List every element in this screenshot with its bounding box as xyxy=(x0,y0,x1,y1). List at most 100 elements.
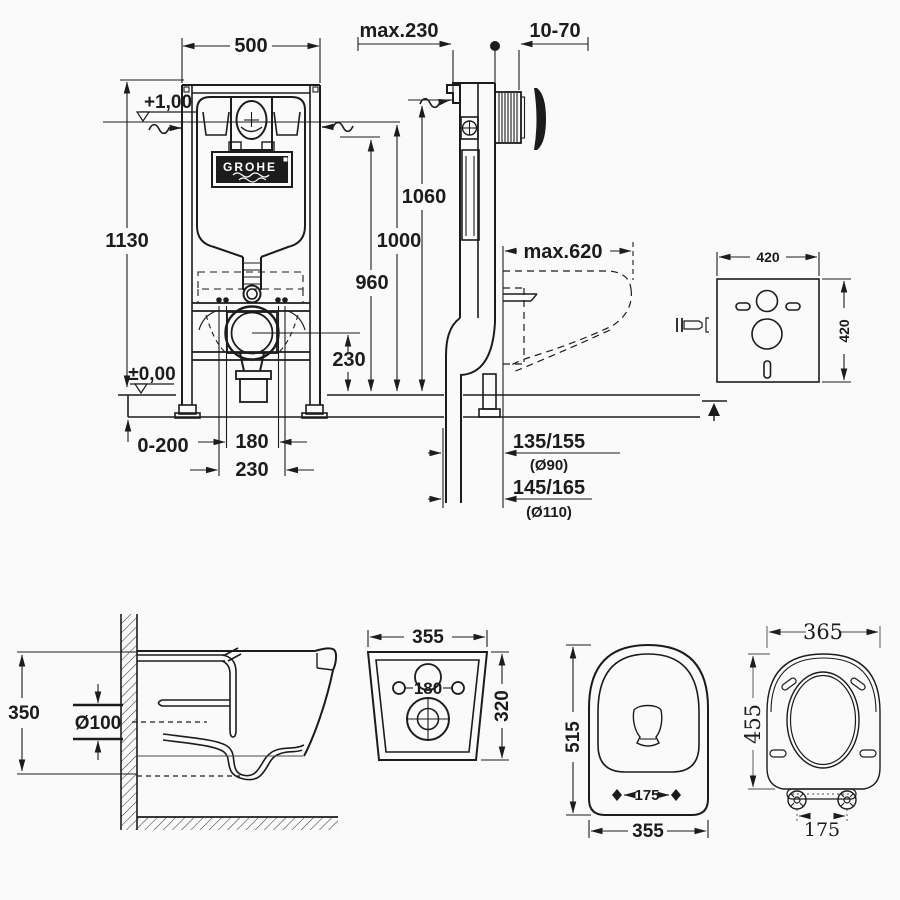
brand-logo: GROHE xyxy=(211,151,293,188)
fixing-bolts xyxy=(198,297,306,353)
water-level-left xyxy=(202,111,230,136)
logo-wave-icon xyxy=(232,172,270,178)
dim-seat-hinge-spacing-label: 175 xyxy=(804,819,840,841)
sound-mat-view: 420 420 xyxy=(676,249,852,421)
seat-bumpers xyxy=(769,677,877,758)
wall-anchor-arrow-left-icon xyxy=(148,123,182,135)
dim-feet-range: 0-200 xyxy=(124,419,189,457)
dim-seat-depth: 455 xyxy=(741,653,775,790)
dim-seat-depth-label: 455 xyxy=(741,704,765,744)
frame-rails xyxy=(181,84,321,405)
datum-zero-label: ±0,00 xyxy=(128,364,175,385)
mat-slot-left xyxy=(735,302,751,311)
datum-zero: ±0,00 xyxy=(128,364,176,395)
bowl-side-view: 350 Ø100 xyxy=(8,614,338,830)
service-opening xyxy=(197,271,304,290)
screw-icon xyxy=(676,317,709,333)
dim-bottom-width: 355 xyxy=(588,820,709,842)
dim-mat-height-label: 420 xyxy=(836,319,852,343)
mat-hole-top xyxy=(755,289,779,313)
datum-plus-100-label: +1,00 xyxy=(144,92,192,113)
dim-drain-dia-label: Ø100 xyxy=(75,713,121,734)
dim-height-cistern: 960 xyxy=(355,139,389,392)
dim-frame-height: 1130 xyxy=(105,79,184,388)
water-inlet xyxy=(460,116,479,140)
frame-side-foot xyxy=(482,373,497,410)
floor-lines xyxy=(118,394,700,418)
dim-frame-height-label: 1130 xyxy=(105,230,148,252)
dim-bottom-depth: 515 xyxy=(563,644,591,816)
drain-elbow xyxy=(445,317,461,503)
dim-drain-a-label: 135/155 xyxy=(513,431,585,453)
flush-valve-housing xyxy=(230,96,273,151)
bottom-trap-outline xyxy=(632,704,663,747)
dim-bottom-fixing-label: 175 xyxy=(634,787,659,804)
floor-hatch xyxy=(137,817,338,830)
rear-outlet xyxy=(406,697,450,741)
dim-drain-b-dia-label: (Ø110) xyxy=(526,504,572,521)
datum-plus-100: +1,00 xyxy=(135,92,196,123)
water-level-right xyxy=(273,111,301,136)
dim-feet-range-label: 0-200 xyxy=(137,435,188,457)
seat-ring-inner xyxy=(789,674,857,766)
cistern-side xyxy=(461,149,480,241)
dim-outer-spacing-label: 230 xyxy=(235,459,268,481)
dim-drain-dia: Ø100 xyxy=(73,684,123,760)
dim-height-top-label: 1060 xyxy=(402,186,447,208)
sound-mat-outline xyxy=(716,278,820,383)
dim-drain-b-label: 145/165 xyxy=(513,477,585,499)
dim-bottom-depth-label: 515 xyxy=(563,721,584,753)
dim-bottom-fixing: 175 xyxy=(612,787,681,804)
bowl-rear-view: 180 355 320 xyxy=(366,627,513,761)
dim-height-cistern-label: 960 xyxy=(355,272,388,294)
dim-seat-hinge-spacing: 175 xyxy=(796,809,848,841)
dim-outlet-height: 230 xyxy=(332,334,366,392)
dim-seat-width-label: 365 xyxy=(803,620,843,644)
rear-bolt-hole-right xyxy=(451,681,465,695)
fixing-point-left-icon xyxy=(612,789,622,801)
dim-mat-width-label: 420 xyxy=(756,249,780,265)
cistern: GROHE xyxy=(196,96,306,304)
dim-plate-depth: 10-70 xyxy=(518,20,589,90)
frame-side-profile xyxy=(445,82,546,503)
datum-triangle-icon xyxy=(135,111,151,123)
dim-mat-width: 420 xyxy=(716,249,820,276)
flush-plate xyxy=(534,88,546,150)
dim-bolt-spacing: 180 230 xyxy=(190,306,314,481)
dim-bolt-spacing-label: 180 xyxy=(235,431,268,453)
dim-rear-width-label: 355 xyxy=(412,627,444,648)
seat-outline xyxy=(766,653,881,790)
dim-rear-bolt-spacing: 180 xyxy=(405,679,452,698)
dim-seat-width: 365 xyxy=(766,620,881,648)
dim-bowl-height-label: 350 xyxy=(8,703,40,724)
bowl-silhouette xyxy=(503,270,632,373)
frame-front-view: 500 1130 +1,00 xyxy=(103,35,700,481)
dim-frame-width-label: 500 xyxy=(234,35,267,57)
actuator-sleeve xyxy=(494,91,526,144)
dim-drain-b: 145/165 (Ø110) xyxy=(428,477,592,521)
brand-logo-text: GROHE xyxy=(223,160,277,174)
dim-bowl-depth-label: max.620 xyxy=(524,241,603,263)
flush-pipe xyxy=(242,257,262,304)
dim-drain-a: 135/155 (Ø90) xyxy=(428,428,620,508)
bowl-bottom-view: 515 175 355 xyxy=(563,643,709,842)
dim-mat-height: 420 xyxy=(822,278,852,383)
dim-drain-a-dia-label: (Ø90) xyxy=(530,457,568,474)
dim-rear-width: 355 xyxy=(367,627,488,648)
datum-triangle-icon xyxy=(133,383,149,395)
dim-outlet-height-label: 230 xyxy=(332,349,365,371)
rear-bolt-hole-left xyxy=(392,681,406,695)
seat-hinge xyxy=(786,788,857,810)
dim-rear-height-label: 320 xyxy=(492,690,513,722)
dim-wall-distance: max.230 xyxy=(357,20,454,92)
bowl-section-outline xyxy=(132,647,338,781)
fixing-point-right-icon xyxy=(671,789,681,801)
dim-bowl-height: 350 xyxy=(8,651,137,775)
mat-hole-center xyxy=(751,318,783,350)
wall-anchor-arrow-side-icon xyxy=(419,97,451,109)
bowl-bottom-outline xyxy=(588,643,709,816)
rear-inlet-hole xyxy=(414,663,442,691)
dim-bowl-depth: max.620 xyxy=(504,241,634,280)
mounting-arrow-icon xyxy=(702,400,727,421)
dim-height-datum-label: 1000 xyxy=(377,230,422,252)
